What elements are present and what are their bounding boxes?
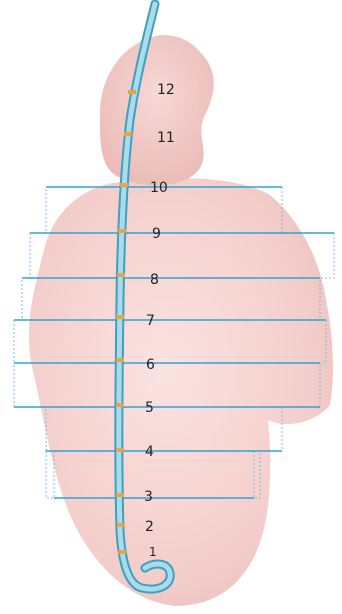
segment-label-2: 2 (145, 519, 154, 535)
atrium-shape (100, 35, 214, 185)
electrode-marker-5 (116, 403, 124, 407)
segment-label-1: 1 (149, 545, 157, 559)
segment-label-3: 3 (144, 489, 153, 505)
electrode-marker-1 (118, 550, 126, 554)
electrode-marker-2 (117, 523, 125, 527)
segment-label-9: 9 (152, 226, 161, 242)
segment-label-7: 7 (146, 313, 155, 329)
segment-label-5: 5 (145, 400, 154, 416)
segment-label-11: 11 (157, 130, 175, 146)
electrode-marker-12 (128, 90, 136, 94)
electrode-marker-8 (117, 273, 125, 277)
electrode-marker-9 (118, 229, 126, 233)
segment-label-4: 4 (145, 444, 154, 460)
electrode-marker-11 (124, 132, 132, 136)
electrode-marker-4 (116, 448, 124, 452)
segment-label-6: 6 (146, 357, 155, 373)
segment-label-10: 10 (150, 180, 168, 196)
electrode-marker-10 (120, 183, 128, 187)
electrode-marker-6 (116, 358, 124, 362)
segment-label-8: 8 (150, 272, 159, 288)
heart-shape (29, 178, 333, 606)
electrode-marker-7 (116, 315, 124, 319)
electrode-marker-3 (116, 493, 124, 497)
segment-label-12: 12 (157, 82, 175, 98)
